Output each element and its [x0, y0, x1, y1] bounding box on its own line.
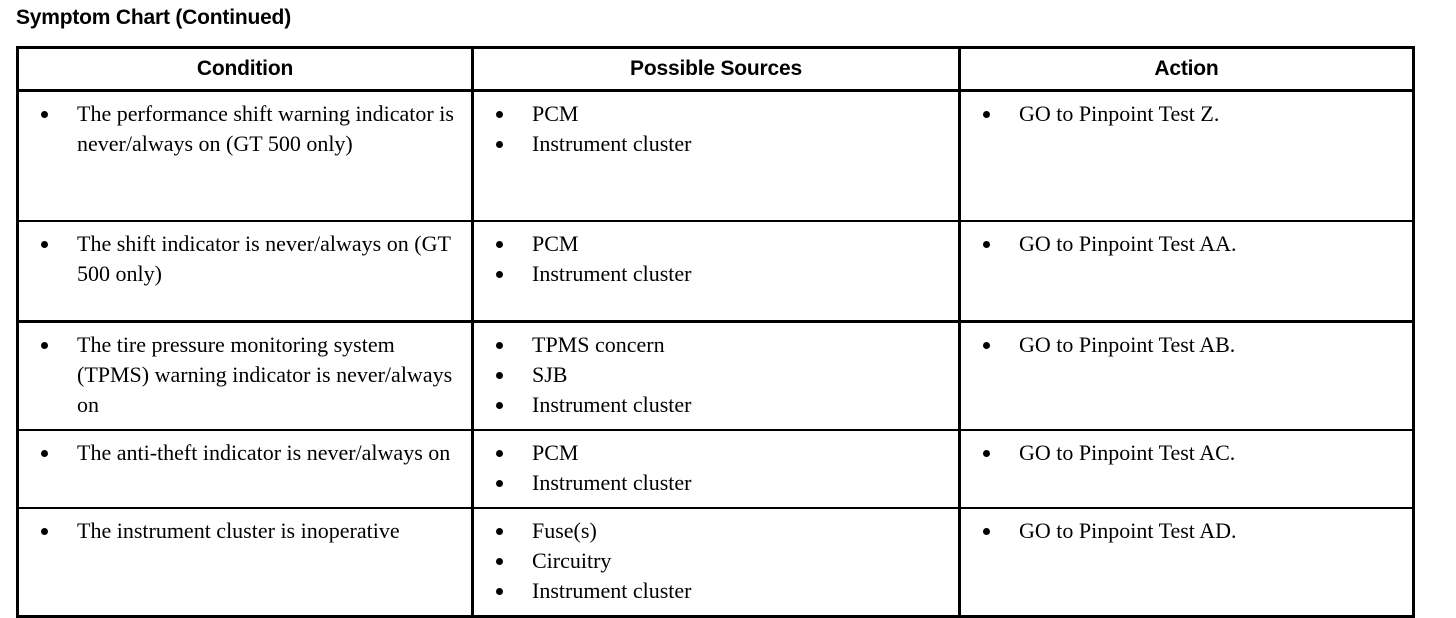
- bullet-list-action: GO to Pinpoint Test AC.: [969, 438, 1404, 468]
- bullet-icon: [496, 450, 503, 457]
- cell-condition: The instrument cluster is inoperative: [16, 508, 474, 618]
- list-item: The anti-theft indicator is never/always…: [27, 438, 463, 468]
- table-header: Condition Possible Sources Action: [16, 46, 1415, 92]
- bullet-icon: [983, 528, 990, 535]
- bullet-list-sources: PCM Instrument cluster: [482, 229, 950, 289]
- list-item: TPMS concern: [482, 330, 950, 360]
- bullet-list-action: GO to Pinpoint Test AB.: [969, 330, 1404, 360]
- bullet-icon: [983, 111, 990, 118]
- table-header-row: Condition Possible Sources Action: [16, 46, 1415, 92]
- bullet-icon: [496, 141, 503, 148]
- list-item: GO to Pinpoint Test AA.: [969, 229, 1404, 259]
- bullet-icon: [41, 528, 48, 535]
- table-row: The anti-theft indicator is never/always…: [16, 430, 1415, 509]
- table-body: The performance shift warning indicator …: [16, 90, 1415, 618]
- cell-possible-sources: PCM Instrument cluster: [471, 430, 961, 509]
- bullet-list-action: GO to Pinpoint Test AA.: [969, 229, 1404, 259]
- list-item: Instrument cluster: [482, 390, 950, 420]
- cell-possible-sources: Fuse(s) Circuitry Instrument cluster: [471, 508, 961, 618]
- bullet-list-sources: Fuse(s) Circuitry Instrument cluster: [482, 516, 950, 606]
- bullet-icon: [41, 241, 48, 248]
- list-item: The performance shift warning indicator …: [27, 99, 463, 159]
- bullet-list-action: GO to Pinpoint Test Z.: [969, 99, 1404, 129]
- cell-condition: The anti-theft indicator is never/always…: [16, 430, 474, 509]
- cell-action: GO to Pinpoint Test AD.: [958, 508, 1415, 618]
- bullet-icon: [983, 342, 990, 349]
- bullet-icon: [496, 271, 503, 278]
- list-item: Instrument cluster: [482, 259, 950, 289]
- bullet-list-action: GO to Pinpoint Test AD.: [969, 516, 1404, 546]
- bullet-icon: [41, 450, 48, 457]
- page-title: Symptom Chart (Continued): [16, 6, 291, 29]
- bullet-icon: [496, 372, 503, 379]
- cell-condition: The shift indicator is never/always on (…: [16, 221, 474, 323]
- table-row: The performance shift warning indicator …: [16, 90, 1415, 222]
- list-item: SJB: [482, 360, 950, 390]
- cell-condition: The tire pressure monitoring system (TPM…: [16, 321, 474, 431]
- bullet-icon: [496, 528, 503, 535]
- bullet-icon: [983, 450, 990, 457]
- list-item: PCM: [482, 438, 950, 468]
- bullet-icon: [496, 342, 503, 349]
- cell-action: GO to Pinpoint Test AB.: [958, 321, 1415, 431]
- bullet-list-condition: The instrument cluster is inoperative: [27, 516, 463, 546]
- list-item: The shift indicator is never/always on (…: [27, 229, 463, 289]
- bullet-list-sources: PCM Instrument cluster: [482, 99, 950, 159]
- list-item: GO to Pinpoint Test AD.: [969, 516, 1404, 546]
- column-header-possible-sources: Possible Sources: [471, 46, 961, 92]
- list-item: GO to Pinpoint Test AC.: [969, 438, 1404, 468]
- bullet-icon: [496, 480, 503, 487]
- cell-action: GO to Pinpoint Test AC.: [958, 430, 1415, 509]
- list-item: Instrument cluster: [482, 576, 950, 606]
- bullet-icon: [41, 342, 48, 349]
- cell-action: GO to Pinpoint Test Z.: [958, 90, 1415, 222]
- column-header-condition: Condition: [16, 46, 474, 92]
- symptom-chart-table: Condition Possible Sources Action The pe…: [16, 46, 1415, 618]
- list-item: Instrument cluster: [482, 468, 950, 498]
- bullet-list-condition: The performance shift warning indicator …: [27, 99, 463, 159]
- bullet-list-sources: TPMS concern SJB Instrument cluster: [482, 330, 950, 420]
- bullet-list-condition: The anti-theft indicator is never/always…: [27, 438, 463, 468]
- list-item: The instrument cluster is inoperative: [27, 516, 463, 546]
- list-item: PCM: [482, 99, 950, 129]
- cell-possible-sources: PCM Instrument cluster: [471, 221, 961, 323]
- bullet-list-sources: PCM Instrument cluster: [482, 438, 950, 498]
- table-row: The instrument cluster is inoperative Fu…: [16, 508, 1415, 618]
- bullet-icon: [496, 111, 503, 118]
- table-row: The shift indicator is never/always on (…: [16, 221, 1415, 323]
- column-header-action: Action: [958, 46, 1415, 92]
- list-item: Instrument cluster: [482, 129, 950, 159]
- bullet-icon: [496, 241, 503, 248]
- cell-action: GO to Pinpoint Test AA.: [958, 221, 1415, 323]
- bullet-icon: [496, 558, 503, 565]
- cell-possible-sources: TPMS concern SJB Instrument cluster: [471, 321, 961, 431]
- cell-possible-sources: PCM Instrument cluster: [471, 90, 961, 222]
- list-item: Fuse(s): [482, 516, 950, 546]
- list-item: PCM: [482, 229, 950, 259]
- list-item: The tire pressure monitoring system (TPM…: [27, 330, 463, 420]
- list-item: Circuitry: [482, 546, 950, 576]
- table-row: The tire pressure monitoring system (TPM…: [16, 321, 1415, 431]
- cell-condition: The performance shift warning indicator …: [16, 90, 474, 222]
- bullet-icon: [41, 111, 48, 118]
- bullet-icon: [496, 588, 503, 595]
- list-item: GO to Pinpoint Test Z.: [969, 99, 1404, 129]
- list-item: GO to Pinpoint Test AB.: [969, 330, 1404, 360]
- bullet-list-condition: The shift indicator is never/always on (…: [27, 229, 463, 289]
- bullet-icon: [983, 241, 990, 248]
- bullet-list-condition: The tire pressure monitoring system (TPM…: [27, 330, 463, 420]
- bullet-icon: [496, 402, 503, 409]
